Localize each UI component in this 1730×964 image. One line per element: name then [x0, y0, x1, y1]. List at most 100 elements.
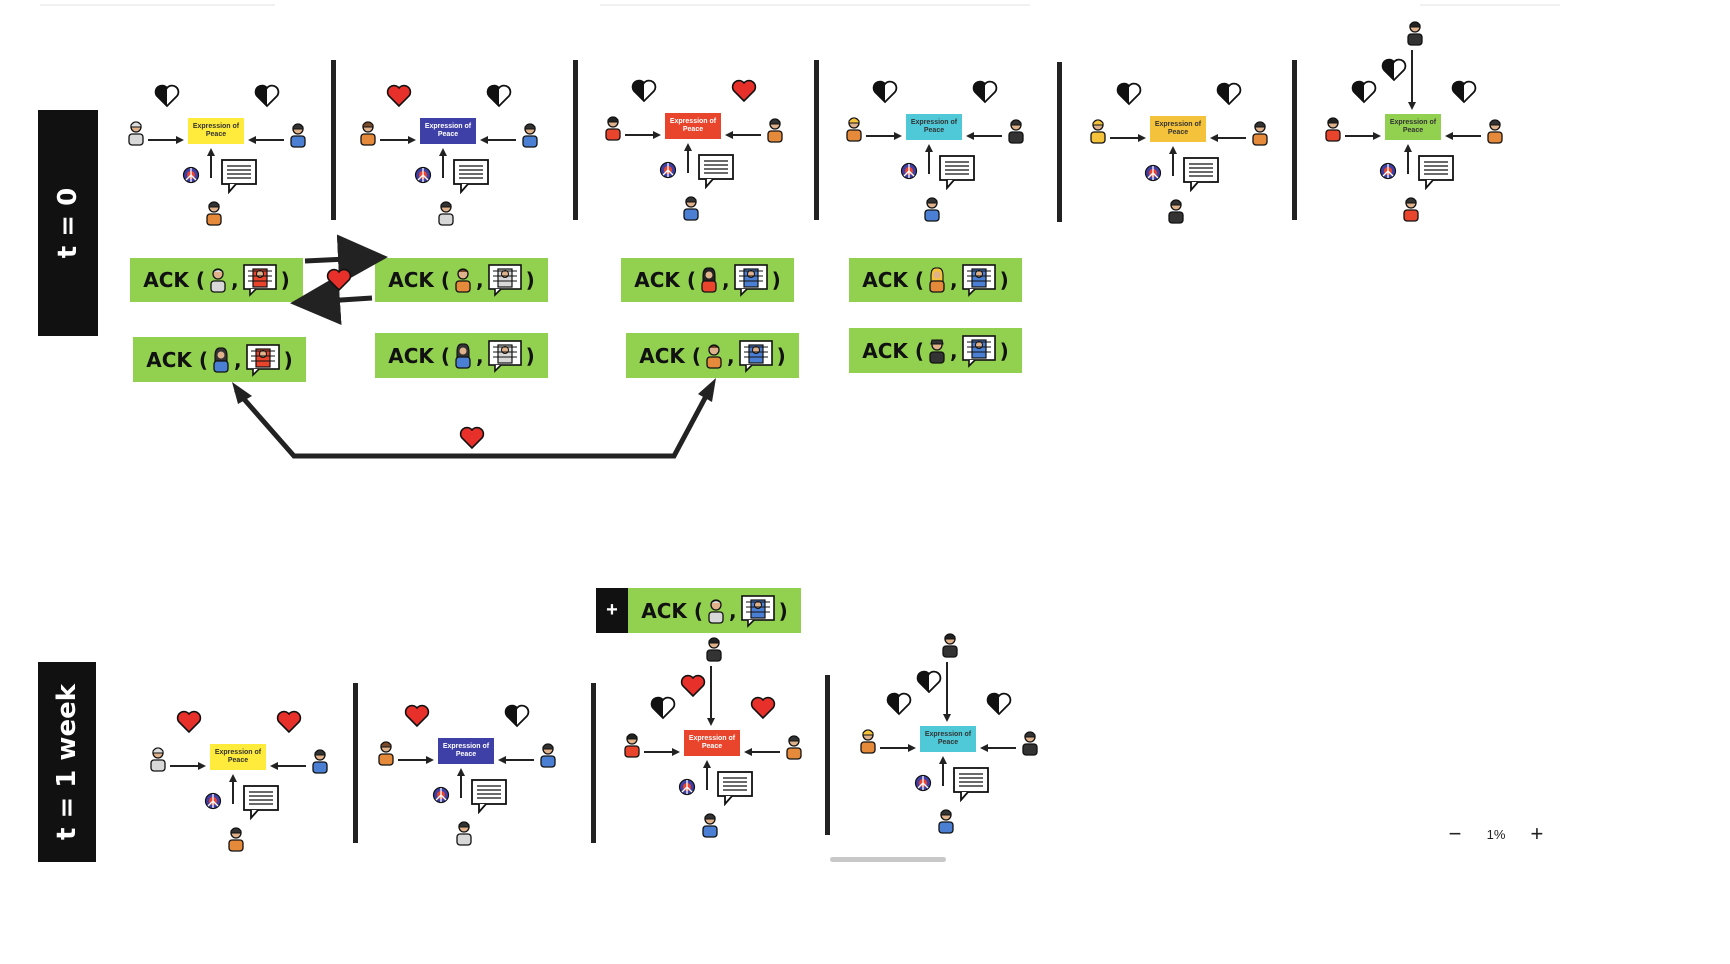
expression-text: Expression of Peace: [1389, 119, 1437, 134]
message-portrait-icon: [245, 343, 281, 377]
peace-icon: [1379, 162, 1397, 180]
person-icon: [700, 812, 720, 838]
arrow-left-icon: [480, 132, 516, 150]
arrow-up-icon: [683, 143, 693, 178]
heart-icon: [459, 426, 485, 450]
person-icon: [1088, 118, 1108, 144]
person-icon: [681, 195, 701, 221]
heart-icon: [972, 80, 998, 104]
expression-text: Expression of Peace: [442, 743, 490, 758]
expression-of-peace-box: Expression of Peace: [1385, 114, 1441, 140]
person-icon: [211, 346, 231, 373]
peace-cell: Expression of Peace: [1323, 21, 1503, 246]
ack-label: ACK (: [862, 338, 924, 363]
speech-bubble-icon: [242, 784, 280, 821]
peace-icon: [914, 774, 932, 792]
heart-icon: [631, 79, 657, 103]
ack-close: ): [283, 347, 293, 372]
expression-text: Expression of Peace: [910, 119, 958, 134]
person-icon: [704, 343, 724, 369]
heart-icon: [1351, 80, 1377, 104]
person-icon: [927, 267, 947, 293]
heart-icon: [176, 710, 202, 734]
expression-of-peace-box: Expression of Peace: [665, 113, 721, 139]
arrow-right-icon: [380, 132, 416, 150]
ack-comma: ,: [950, 268, 958, 292]
arrow-right-icon: [1345, 128, 1381, 146]
arrow-right: [304, 234, 388, 285]
separator: [814, 60, 819, 220]
ack-box: ACK ( , ): [621, 258, 794, 302]
expression-of-peace-box: Expression of Peace: [684, 730, 740, 756]
peace-icon: [1144, 164, 1162, 182]
peace-cell: Expression of Peace: [622, 637, 802, 862]
plus-label: +: [606, 599, 618, 621]
person-icon: [844, 116, 864, 142]
person-icon: [936, 808, 956, 834]
arrow-left-icon: [248, 132, 284, 150]
person-icon: [1166, 198, 1186, 224]
ack-box: ACK ( , ): [375, 258, 548, 302]
expression-text: Expression of Peace: [924, 731, 972, 746]
message-portrait-icon: [487, 339, 523, 373]
ack-box: ACK ( , ): [849, 258, 1022, 302]
separator: [573, 60, 578, 220]
heart-icon: [504, 704, 530, 728]
peace-icon: [900, 162, 918, 180]
speech-bubble-icon: [220, 158, 258, 195]
zoom-control: − 1% +: [1436, 812, 1556, 856]
person-icon: [204, 200, 224, 226]
zoom-out-button[interactable]: −: [1448, 821, 1462, 846]
arrow-right-icon: [880, 740, 916, 758]
ack-comma: ,: [729, 598, 737, 623]
expression-text: Expression of Peace: [424, 123, 472, 138]
speech-bubble-icon: [1182, 156, 1220, 193]
person-icon: [538, 742, 558, 768]
ack-close: ): [280, 268, 290, 292]
message-portrait-icon: [242, 263, 278, 297]
arrow-right-icon: [625, 127, 661, 145]
peace-cell: Expression of Peace: [358, 80, 538, 250]
ack-comma: ,: [722, 268, 730, 292]
ack-box: ACK ( , ): [130, 258, 303, 302]
ack-close: ): [999, 268, 1009, 292]
ack-label: ACK (: [146, 347, 208, 372]
arrow-left-icon: [744, 744, 780, 762]
arrow-right-icon: [148, 132, 184, 150]
arrow-left: [290, 275, 373, 326]
peace-icon: [659, 161, 677, 179]
message-portrait-icon: [487, 263, 523, 297]
person-icon: [784, 734, 804, 760]
expression-of-peace-box: Expression of Peace: [420, 118, 476, 144]
heart-icon: [872, 80, 898, 104]
ack-close: ): [999, 338, 1009, 363]
ack-comma: ,: [231, 268, 239, 292]
arrow-up-icon: [1403, 144, 1413, 179]
ack-comma: ,: [476, 343, 484, 368]
zoom-in-button[interactable]: +: [1530, 821, 1544, 846]
ack-box: ACK ( , ): [133, 337, 306, 382]
ack-label: ACK (: [143, 268, 205, 292]
arrow-right-icon: [866, 128, 902, 146]
speech-bubble-icon: [716, 770, 754, 807]
person-icon: [1323, 116, 1343, 142]
heart-icon: [276, 710, 302, 734]
person-icon: [358, 120, 378, 146]
arrow-right-icon: [398, 752, 434, 770]
arrow-left-icon: [270, 758, 306, 776]
arrow-up-icon: [438, 148, 448, 183]
message-portrait-icon: [733, 263, 769, 297]
ack-box: ACK ( , ): [375, 333, 548, 378]
horizontal-scrollbar[interactable]: [830, 857, 946, 862]
person-icon: [927, 338, 947, 364]
ack-comma: ,: [727, 343, 735, 368]
person-icon: [453, 342, 473, 369]
arrow-up-icon: [228, 774, 238, 809]
heart-icon: [486, 84, 512, 108]
peace-cell: Expression of Peace: [1088, 78, 1268, 248]
peace-icon: [204, 792, 222, 810]
heart-icon: [650, 696, 676, 720]
peace-icon: [678, 778, 696, 796]
person-icon: [454, 820, 474, 846]
message-portrait-icon: [740, 594, 776, 628]
